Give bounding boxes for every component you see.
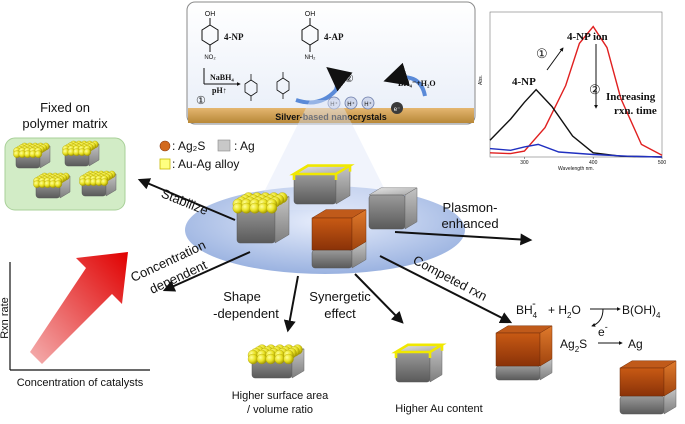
arrow-shape xyxy=(283,275,299,333)
legend-auag-swatch xyxy=(159,158,171,170)
higher-au-cube xyxy=(391,343,447,383)
eq-boh4: B(OH)4 xyxy=(622,303,661,320)
np-ion-molecule-1 xyxy=(244,74,258,101)
stabilize-label: Stabilize xyxy=(159,186,210,218)
central-orange-cube xyxy=(311,209,367,269)
spectrum-series-3 xyxy=(489,143,663,158)
rate-increase-arrow xyxy=(30,252,128,364)
spectrum-note-1: Increasing xyxy=(606,91,656,103)
ap-molecule xyxy=(301,18,319,52)
eq-bh4: BH4- xyxy=(516,298,538,320)
reduction-arrow xyxy=(295,66,353,105)
spectrum-np-ion-label: 4-NP ion xyxy=(567,31,608,43)
arrow-plasmon xyxy=(394,231,533,246)
rate-ylabel: Rxn rate xyxy=(0,297,11,339)
np-ion-molecule-2 xyxy=(276,72,290,99)
spectrum-xlabel: Wavelength nm. xyxy=(558,166,594,172)
spectrum-note-2: rxn. time xyxy=(614,105,657,117)
central-frame-cube xyxy=(289,164,355,205)
fixed-label-1: Fixed on xyxy=(40,100,90,115)
electron-label: e⁻ xyxy=(394,107,401,113)
spectrum-series-1 xyxy=(489,25,663,156)
mechanism-inset: Silver-based nanocrystals OH NO₂ 4-NP Na… xyxy=(186,1,476,125)
inset-step2: ② xyxy=(344,73,354,85)
fixed-label-2: polymer matrix xyxy=(22,116,108,131)
inset-step1: ① xyxy=(196,95,206,107)
nanocrystal-surface xyxy=(188,108,474,123)
ap-label: 4-AP xyxy=(324,32,344,42)
np-molecule xyxy=(201,18,219,52)
central-grey-cube xyxy=(368,187,418,230)
synergetic-label-2: effect xyxy=(324,306,356,321)
legend-ag-swatch xyxy=(217,139,231,152)
np-label: 4-NP xyxy=(224,32,244,42)
spectrum-series xyxy=(489,25,663,158)
np-oh: OH xyxy=(205,11,216,18)
nabh4-label: NaBH₄ xyxy=(210,73,234,82)
spectrum-ylabel: Abs. xyxy=(478,75,484,85)
plasmon-label-2: enhanced xyxy=(441,216,498,231)
bh4-h2o-label: BH₄⁻+H₂O xyxy=(398,79,436,88)
higher-surface-label-1: Higher surface area xyxy=(232,390,329,402)
legend-ag2s: : Ag₂S xyxy=(172,139,205,153)
higher-surface-label-2: / volume ratio xyxy=(247,404,313,416)
spectrum-frame xyxy=(489,11,663,158)
legend-ag: : Ag xyxy=(234,139,255,153)
eq-h2o: + H2O xyxy=(548,303,581,320)
spectrum-xtick-label: 500 xyxy=(658,160,667,166)
eq-ag2s: Ag2S xyxy=(560,337,587,354)
polymer-cube-4 xyxy=(79,170,117,197)
polymer-cube-2 xyxy=(62,140,100,167)
bh4-arrow xyxy=(383,62,427,97)
spectrum-xtick-label: 300 xyxy=(520,160,529,166)
legend-ag2s-swatch xyxy=(159,140,171,152)
h-plus-3: H⁺ xyxy=(364,101,372,108)
rate-plot: Rxn rate Concentration of catalysts xyxy=(0,252,150,389)
legend: : Ag₂S : Ag : Au-Ag alloy xyxy=(159,139,255,171)
plasmon-label-1: Plasmon- xyxy=(443,200,498,215)
light-cone xyxy=(255,100,395,210)
ap-nh2: NH₂ xyxy=(305,55,317,61)
spectrum-xtick-label: 400 xyxy=(589,160,598,166)
central-auag-cube xyxy=(232,192,290,244)
ag2s-cube-1 xyxy=(495,325,553,381)
arrow-synergetic xyxy=(354,273,404,324)
legend-auag: : Au-Ag alloy xyxy=(172,157,239,171)
arrow-competed xyxy=(379,255,513,324)
surface-label: Silver-based nanocrystals xyxy=(275,112,387,122)
h-plus-1: H⁺ xyxy=(330,101,338,108)
synergetic-label-1: Synergetic xyxy=(309,289,371,304)
competing-reaction: BH4- + H2O B(OH)4 e- Ag2S Ag xyxy=(516,298,661,354)
ap-oh: OH xyxy=(305,11,316,18)
rate-xlabel: Concentration of catalysts xyxy=(17,377,144,389)
spectrum-step1: ① xyxy=(536,46,548,61)
arrow-stabilize xyxy=(137,178,236,221)
spectrum-chart: Abs. Wavelength nm. 300 400 500 4-NP 4-NP … xyxy=(478,11,666,172)
higher-au-label: Higher Au content xyxy=(395,403,482,415)
nanocrystal-cubes xyxy=(13,140,677,415)
electron-sphere xyxy=(391,102,403,114)
h-plus-group: H⁺ H⁺ H⁺ xyxy=(327,96,375,110)
polymer-cube-1 xyxy=(13,142,51,169)
ag2s-cube-2 xyxy=(619,360,677,415)
mechanism-frame xyxy=(186,1,476,125)
np-no2: NO₂ xyxy=(204,55,216,61)
spectrum-xticks: 300 400 500 xyxy=(520,157,666,166)
arrow-concentration xyxy=(162,251,251,292)
h-plus-2: H⁺ xyxy=(347,101,355,108)
pathway-arrows xyxy=(137,178,533,333)
ph-label: pH↑ xyxy=(212,86,227,95)
surface-area-cube xyxy=(247,344,305,379)
eq-ag: Ag xyxy=(628,337,643,351)
eq-electron: e- xyxy=(598,322,608,339)
spectrum-np-label: 4-NP xyxy=(512,76,536,88)
shape-label-1: Shape xyxy=(223,289,261,304)
polymer-cube-3 xyxy=(33,172,71,199)
shape-label-2: -dependent xyxy=(213,306,279,321)
spectrum-step2: ② xyxy=(589,82,601,97)
